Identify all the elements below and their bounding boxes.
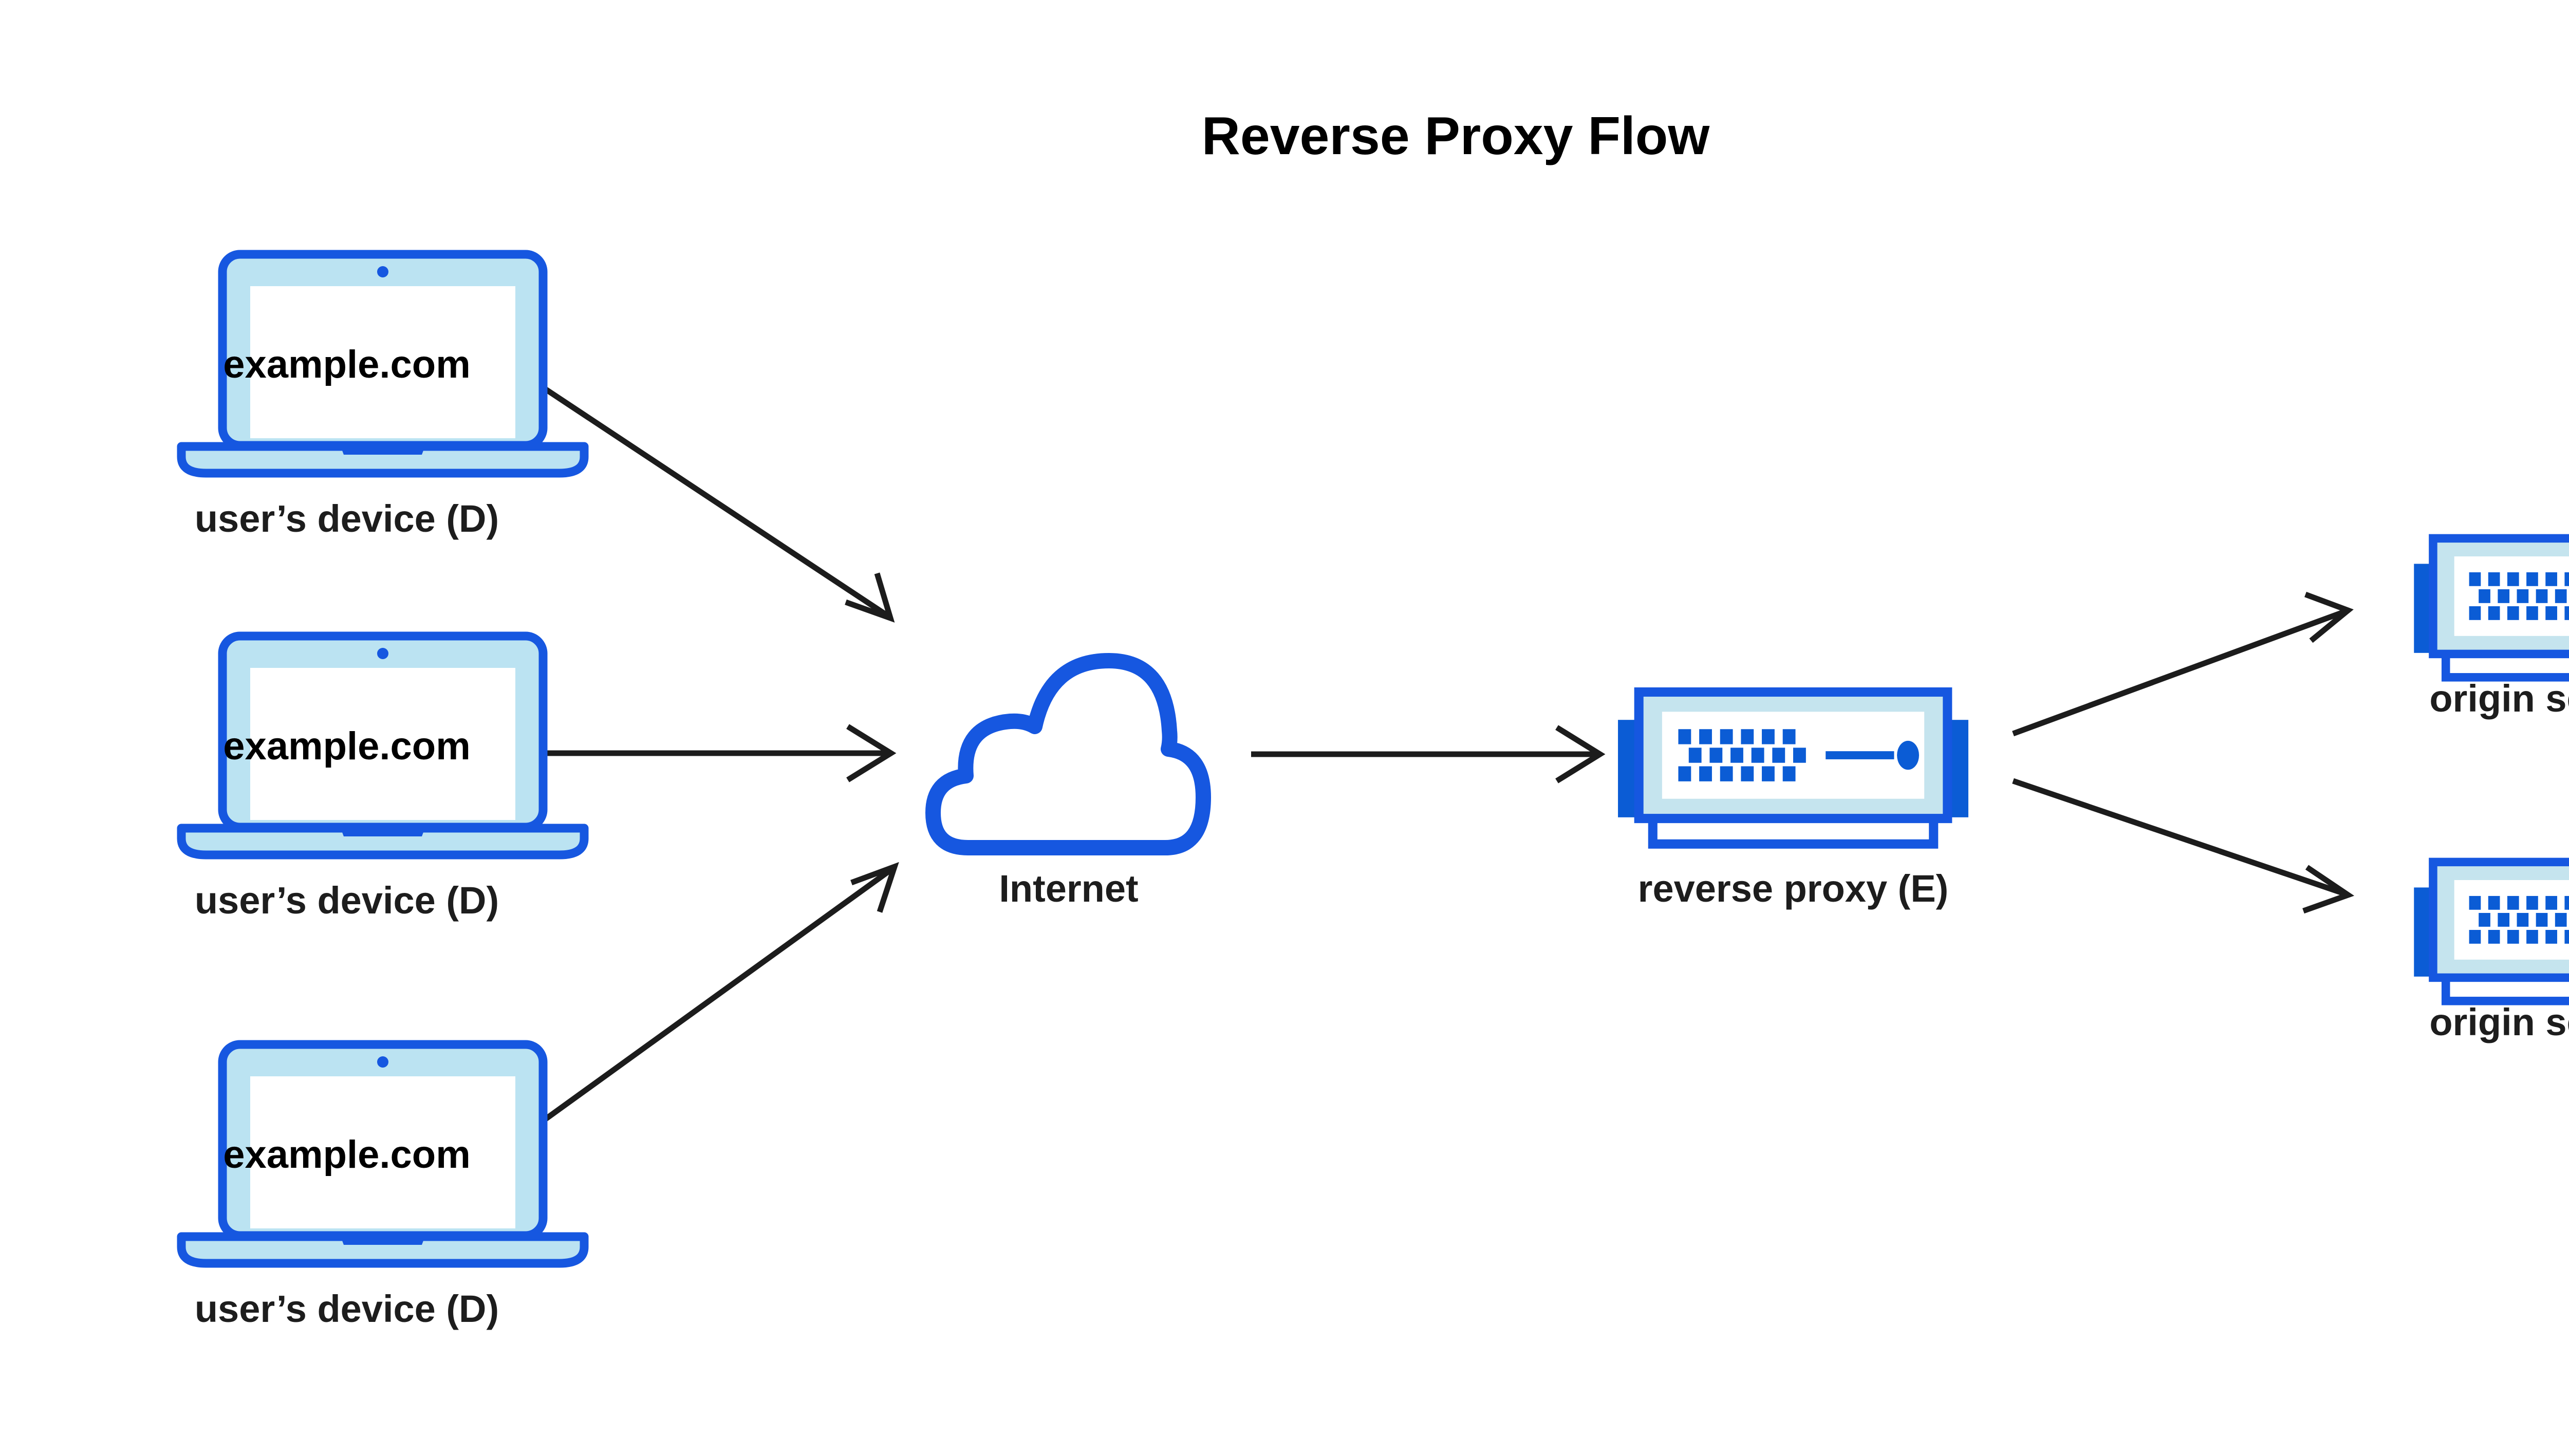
node-label-internet: Internet bbox=[999, 867, 1138, 910]
laptop-screen-text: example.com bbox=[223, 724, 471, 768]
node-reverse-proxy[interactable]: reverse proxy (E) bbox=[1618, 692, 1968, 910]
laptop-screen-text: example.com bbox=[223, 1133, 471, 1177]
node-label-reverse-proxy: reverse proxy (E) bbox=[1638, 867, 1949, 910]
laptop-screen-text: example.com bbox=[223, 343, 471, 386]
edge-device1-to-internet bbox=[507, 362, 895, 623]
node-label-user-device-2: user’s device (D) bbox=[195, 879, 499, 922]
cloud-icon bbox=[933, 661, 1203, 848]
node-origin-server-1[interactable]: origin server (F) bbox=[2414, 538, 2569, 720]
node-user-device-1[interactable]: example.com user’s device (D) bbox=[181, 254, 584, 540]
node-label-origin-server-2: origin server (F) bbox=[2429, 1001, 2569, 1043]
node-label-user-device-1: user’s device (D) bbox=[195, 497, 499, 540]
page-title: Reverse Proxy Flow bbox=[1202, 106, 1710, 166]
edge-proxy-to-origin2 bbox=[2012, 778, 2355, 914]
server-icon bbox=[2414, 538, 2569, 677]
node-user-device-2[interactable]: example.com user’s device (D) bbox=[181, 636, 584, 922]
edge-layer bbox=[507, 362, 2355, 1148]
node-label-origin-server-1: origin server (F) bbox=[2429, 677, 2569, 720]
edge-internet-to-proxy bbox=[1251, 725, 1606, 783]
edge-device2-to-internet bbox=[509, 724, 897, 782]
node-internet[interactable]: Internet bbox=[933, 661, 1203, 910]
server-icon bbox=[1618, 692, 1968, 844]
edge-device3-to-internet bbox=[507, 862, 899, 1148]
node-origin-server-2[interactable]: origin server (F) bbox=[2414, 862, 2569, 1043]
node-user-device-3[interactable]: example.com user’s device (D) bbox=[181, 1044, 584, 1330]
node-label-user-device-3: user’s device (D) bbox=[195, 1287, 499, 1330]
server-icon bbox=[2414, 862, 2569, 1001]
edge-proxy-to-origin1 bbox=[2012, 591, 2354, 737]
